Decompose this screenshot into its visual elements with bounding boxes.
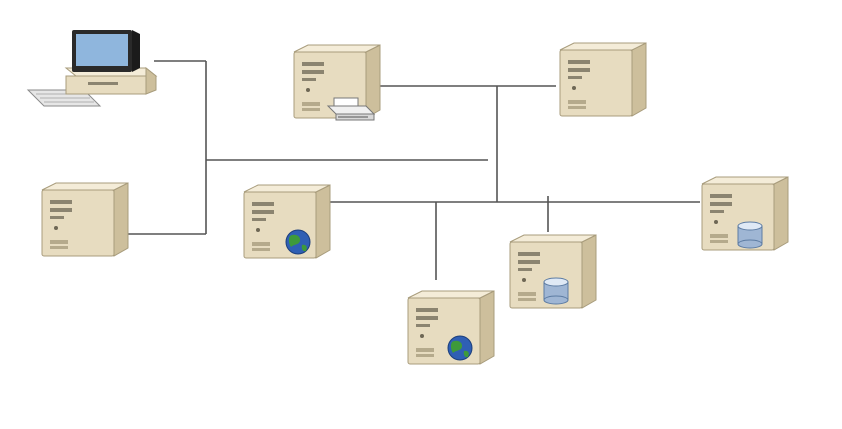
database-icon [737,221,763,249]
connection-lines [124,60,700,280]
globe-icon [285,229,311,255]
web-server-center[interactable] [243,184,331,259]
database-icon [543,277,569,305]
server-top-right[interactable] [559,42,647,117]
database-server-middle[interactable] [509,234,597,309]
desktop-computer-icon [26,30,158,107]
print-server[interactable] [293,44,381,121]
globe-icon [447,335,473,361]
workstation[interactable] [26,30,158,107]
server-left[interactable] [41,182,129,257]
database-server-right[interactable] [701,176,789,251]
printer-icon [326,97,376,121]
web-server-bottom[interactable] [407,290,495,365]
